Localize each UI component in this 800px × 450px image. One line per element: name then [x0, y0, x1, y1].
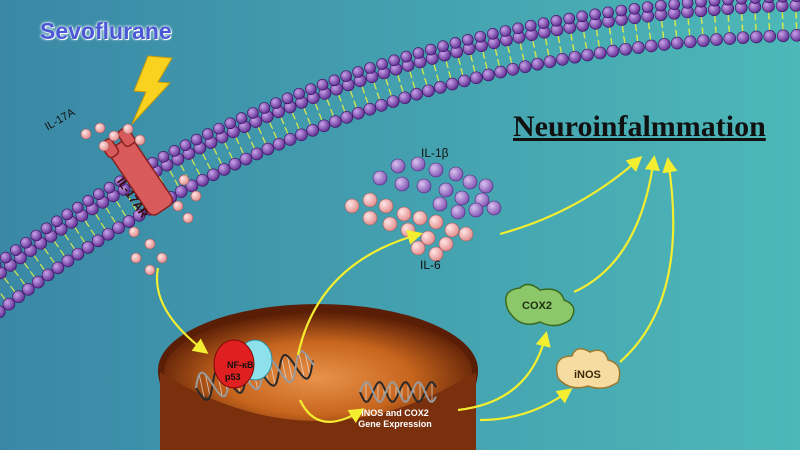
cox2-enzyme [505, 283, 575, 327]
lightning-bolt-icon [131, 55, 173, 125]
pathway-arrows [155, 154, 678, 424]
arrow-to-gene-expression [299, 399, 365, 424]
arrow-cox2-to-neuroinflammation [573, 154, 660, 294]
il1b-label: IL-1β [421, 146, 449, 160]
nfkb-p53-complex [213, 339, 273, 389]
nfkb-label: NF-κB [227, 360, 254, 370]
il17a-ligands [80, 122, 202, 276]
page-title: Sevoflurane [40, 18, 172, 44]
arrow-cytokines-to-neuroinflammation [499, 155, 643, 236]
outcome-label: Neuroinfalmmation [513, 110, 766, 143]
arrow-to-inos [479, 388, 573, 422]
gene-expression-label: iNOS and COX2 Gene Expression [335, 408, 455, 430]
il6-label: IL-6 [420, 258, 441, 272]
gene-expression-line1: iNOS and COX2 [361, 408, 429, 418]
arrow-inos-to-neuroinflammation [619, 156, 678, 363]
inos-label: iNOS [574, 369, 601, 381]
inos-enzyme [555, 348, 621, 389]
cell-membrane [0, 0, 800, 319]
arrow-nucleus-to-cytokines [296, 229, 423, 356]
nucleus [158, 304, 478, 450]
cox2-label: COX2 [522, 300, 552, 312]
arrow-to-cox2 [457, 331, 551, 412]
gene-expression-line2: Gene Expression [358, 419, 432, 429]
arrow-receptor-to-nfkb [155, 267, 209, 354]
dna-helix-small [359, 381, 437, 403]
p53-label: p53 [225, 372, 241, 382]
